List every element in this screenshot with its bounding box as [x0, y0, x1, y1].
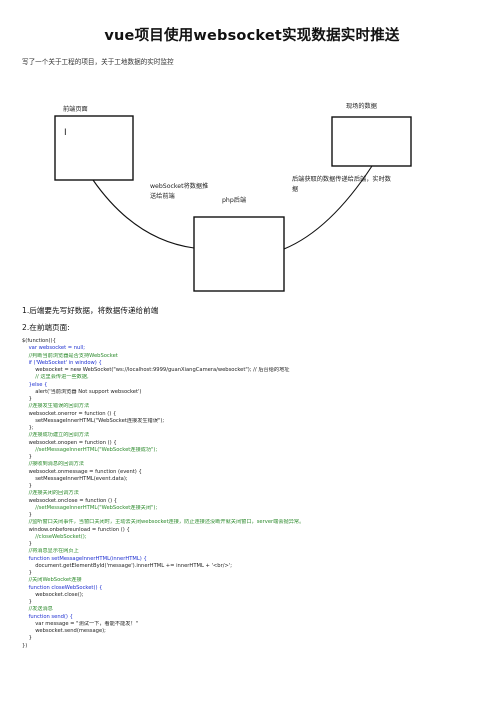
code-line: setMessageInnerHTML("WebSocket连接发生错误"); — [22, 417, 165, 424]
code-line: $(function(){ — [22, 338, 56, 344]
code-line: function setMessageInnerHTML(innerHTML) … — [22, 555, 147, 562]
code-line: } — [22, 512, 32, 518]
code-line: //连接成功建立的回调方法 — [22, 432, 90, 439]
code-line: websocket = new WebSocket("ws://localhos… — [22, 367, 290, 373]
connector-websocket — [92, 179, 195, 249]
code-line: //判断当前浏览器是否支持WebSocket — [22, 352, 118, 359]
php-backend-box — [193, 216, 285, 292]
site-data-label: 现场的数据 — [346, 103, 377, 110]
front-page-label: 前端页面 — [63, 106, 88, 113]
code-line: // 这里会传进一些数据, — [22, 374, 89, 381]
code-line: } — [22, 599, 32, 605]
code-line: window.onbeforeunload = function () { — [22, 526, 130, 533]
websocket-label: webSocket将数据推送给前端 — [150, 183, 209, 200]
code-line: } — [22, 635, 32, 642]
code-line: websocket.onopen = function () { — [22, 439, 117, 446]
code-line: //连接关闭的回调方法 — [22, 490, 79, 497]
code-line: //setMessageInnerHTML("WebSocket连接成功"); — [22, 446, 158, 453]
code-block: $(function(){ var websocket = null; //判断… — [22, 338, 492, 650]
code-line: setMessageInnerHTML(event.data); — [22, 475, 128, 482]
code-line: } — [22, 541, 32, 547]
code-line: }; — [22, 425, 34, 431]
front-page-box — [54, 115, 134, 181]
code-line: if ('WebSocket' in window) { — [22, 359, 102, 366]
code-line: function closeWebSocket() { — [22, 584, 103, 591]
code-line: websocket.onerror = function () { — [22, 410, 117, 417]
code-line: websocket.send(message); — [22, 628, 106, 634]
code-line: var message = "测试一下，看能不能发！" — [22, 620, 139, 627]
code-line: //发送消息 — [22, 606, 53, 613]
code-line: websocket.close(); — [22, 591, 84, 598]
backend-label: 后端获取的数据传递给后端，实时数据 — [292, 176, 391, 193]
section-heading-1: 1.后端要先写好数据，将数据传递给前端 — [22, 306, 159, 315]
code-line: websocket.onclose = function () { — [22, 497, 118, 504]
php-backend-label: php后端 — [222, 197, 247, 204]
code-line: var websocket = null; — [22, 345, 85, 352]
code-line: document.getElementById('message').inner… — [22, 562, 232, 569]
code-line: //关闭WebSocket连接 — [22, 577, 82, 584]
code-line: //连接发生错误的回调方法 — [22, 403, 90, 410]
code-line: websocket.onmessage = function (event) { — [22, 468, 142, 475]
code-line: } — [22, 454, 32, 460]
connector-backend — [283, 165, 373, 250]
code-line: } — [22, 483, 32, 489]
code-line: //将消息显示在网页上 — [22, 548, 79, 555]
code-line: } — [22, 396, 32, 402]
code-line: } — [22, 570, 32, 576]
page-title: vue项目使用websocket实现数据实时推送 — [104, 28, 400, 44]
code-line: }else { — [22, 381, 48, 388]
intro-text: 写了一个关于工程的项目，关于工地数据的实时监控 — [22, 58, 174, 66]
code-line: //接收到消息的回调方法 — [22, 461, 84, 468]
code-line: //closeWebSocket(); — [22, 533, 87, 540]
text-cursor-icon: I — [64, 128, 67, 138]
site-data-box — [331, 116, 412, 167]
code-line: }) — [22, 642, 28, 649]
code-line: //监听窗口关闭事件，当窗口关闭时，主动去关闭websocket连接，防止连接还… — [22, 519, 305, 526]
section-heading-2: 2.在前端页面: — [22, 323, 70, 332]
code-line: function send() { — [22, 613, 73, 620]
code-line: alert('当前浏览器 Not support websocket') — [22, 388, 142, 395]
code-line: //setMessageInnerHTML("WebSocket连接关闭"); — [22, 504, 158, 511]
